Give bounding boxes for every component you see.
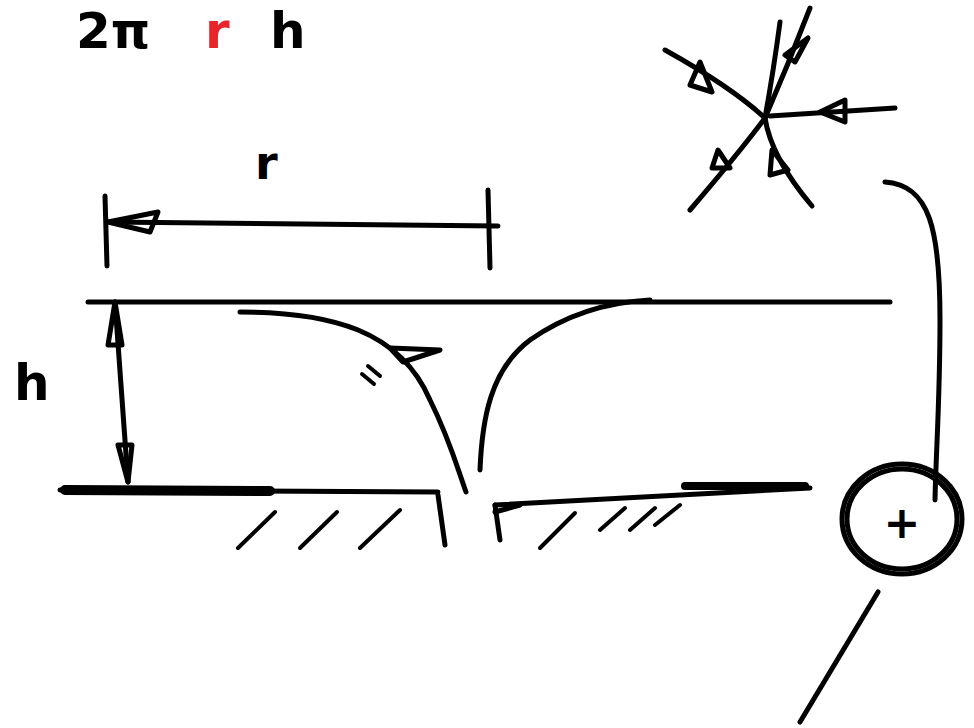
hatching [238, 505, 680, 548]
bottom-line [65, 490, 270, 491]
leader-curve [885, 182, 940, 500]
sink-symbol [665, 8, 895, 210]
dimension-label: h [14, 358, 50, 408]
arrowhead [390, 348, 440, 362]
dimension-line [108, 222, 498, 226]
charge-circle: + [838, 460, 966, 578]
flow-mark [368, 366, 380, 376]
arrowhead [118, 445, 132, 482]
funnel-curve [480, 300, 650, 470]
bottom-line [495, 488, 810, 505]
funnel-curve [240, 312, 466, 492]
formula-text: h [270, 6, 306, 56]
formula-text: 2π [76, 6, 150, 56]
dimension-label: r [255, 140, 278, 186]
dimension-tick [105, 196, 107, 266]
leader-line [800, 592, 878, 722]
water-surface [88, 300, 890, 305]
arrowhead [108, 212, 158, 232]
flow-mark [362, 374, 374, 384]
formula-variable: r [205, 6, 230, 56]
charge-sign: + [838, 501, 966, 545]
hole-wall [438, 495, 445, 545]
hole-wall [495, 505, 520, 512]
bottom-line [60, 490, 438, 492]
arrowhead [108, 302, 122, 345]
bottom-line [685, 482, 805, 490]
dimension-tick [488, 190, 490, 268]
